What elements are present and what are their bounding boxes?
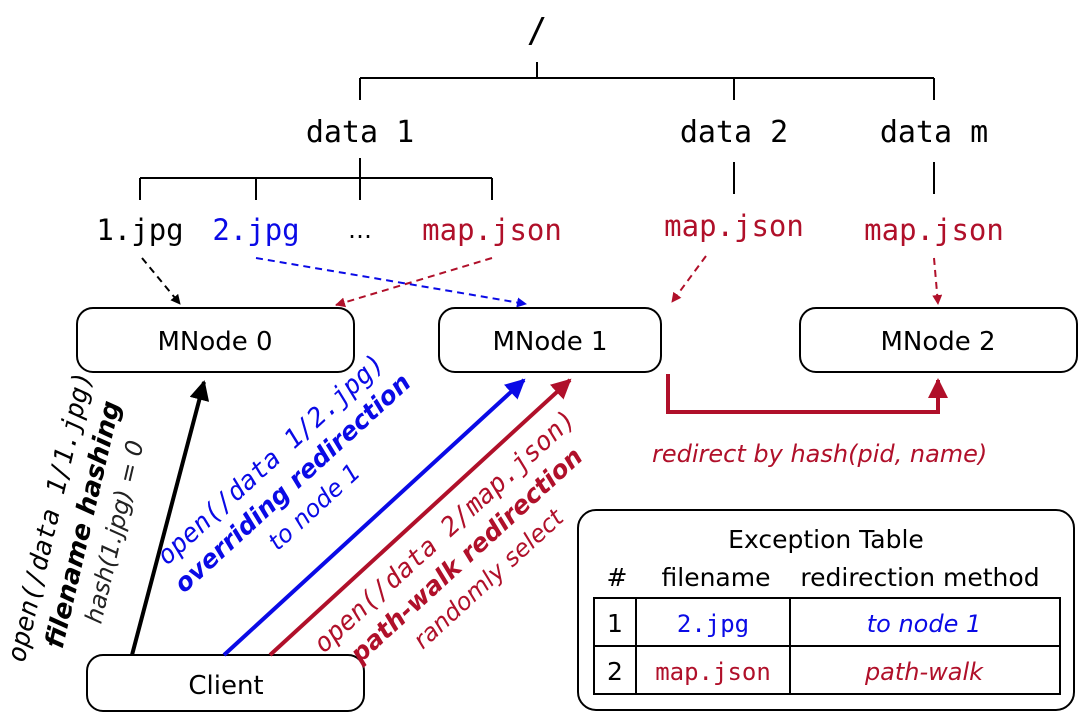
file-map-json-datam: map.json (864, 213, 1004, 247)
directory-tree: / data 1 data 2 data m 1.jpg 2.jpg … map… (96, 11, 1004, 247)
col-header-filename: filename (662, 563, 771, 592)
mnode-0-label: MNode 0 (157, 327, 272, 357)
client-label: Client (188, 671, 263, 701)
request-arrow-mnode1-red (268, 378, 572, 657)
arrow-mapjson-to-mnode0 (335, 257, 493, 308)
file-map-json-data1: map.json (422, 213, 562, 247)
table-row: 2 map.json path-walk (607, 657, 984, 686)
request-arrow-mnode1-blue (222, 378, 526, 657)
mnode-2-label: MNode 2 (880, 327, 995, 357)
row-1-num: 1 (607, 609, 623, 638)
request-arrow-mnode0 (130, 380, 210, 656)
client: Client (86, 654, 365, 712)
assignment-arrows (141, 255, 943, 308)
redirect-arrow-mnode1-to-mnode2 (666, 374, 948, 414)
root-dir-label: / (527, 11, 547, 51)
row-1-method: to node 1 (867, 610, 982, 638)
mnode-1: MNode 1 (438, 307, 662, 373)
file-map-json-data2: map.json (664, 209, 804, 243)
table-row: 1 2.jpg to node 1 (607, 609, 981, 638)
file-ellipsis: … (348, 216, 372, 244)
dir-data-1: data 1 (306, 115, 414, 150)
arrow-mapjson2-to-mnode1 (671, 255, 707, 303)
col-header-method: redirection method (800, 563, 1039, 592)
dir-data-2: data 2 (680, 115, 788, 150)
mnode-1-label: MNode 1 (492, 327, 607, 357)
arrow-mapjsonm-to-mnode2 (932, 257, 943, 305)
dir-data-m: data m (880, 115, 988, 150)
request-2-method: overriding redirection (168, 368, 416, 599)
row-1-filename: 2.jpg (677, 610, 749, 638)
exception-table-title: Exception Table (728, 525, 924, 554)
arrow-1jpg-to-mnode0 (141, 257, 181, 305)
row-2-num: 2 (607, 657, 623, 686)
col-header-num: # (607, 563, 628, 592)
file-1-jpg: 1.jpg (96, 213, 183, 247)
exception-table: Exception Table # filename redirection m… (577, 509, 1075, 711)
mnode-2: MNode 2 (799, 307, 1078, 373)
mnode-0: MNode 0 (76, 307, 355, 373)
row-2-method: path-walk (864, 658, 984, 686)
row-2-filename: map.json (655, 658, 771, 686)
redirect-label: redirect by hash(pid, name) (652, 440, 987, 468)
arrow-2jpg-to-mnode1 (255, 257, 527, 308)
file-2-jpg: 2.jpg (212, 213, 299, 247)
